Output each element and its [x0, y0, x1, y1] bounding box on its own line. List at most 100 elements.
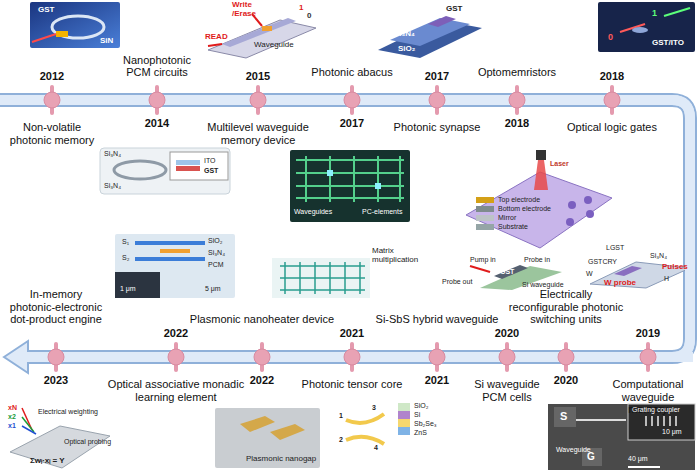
si-waveguide-cell-figure: [470, 266, 490, 272]
timeline-segment: [662, 100, 693, 357]
figure-label: 10 μm: [662, 428, 682, 436]
timeline-segment: [603, 352, 627, 362]
multilevel-waveguide-figure: [262, 26, 272, 31]
logic-gate-figure: [632, 27, 648, 33]
figure-label: GST: [446, 4, 462, 13]
figure-label: G: [587, 451, 595, 463]
associative-learning-figure: [135, 257, 205, 261]
milestone-label: Optomemristors: [478, 66, 556, 79]
switching-unit-figure: [576, 419, 626, 421]
figure-label: PC-elements: [362, 208, 402, 216]
optomemristor-figure: [586, 210, 594, 218]
timeline-marker: [604, 92, 620, 108]
dot-product-engine-figure: [10, 426, 110, 468]
figure-label: Laser: [550, 160, 569, 168]
milestone-label: Multilevel waveguide memory device: [198, 121, 318, 146]
figure-label: Σwᵢ·xᵢ = Y: [30, 456, 65, 465]
timeline-segment: [562, 95, 567, 105]
ring-circuit-figure: [176, 160, 200, 165]
timeline-milestone: Photonic abacus2017: [302, 66, 402, 129]
figure-label: PCM: [208, 261, 224, 269]
milestone-label: Photonic synapse: [394, 121, 481, 134]
figure-label: S: [560, 410, 567, 423]
hybrid-waveguide-figure: [398, 419, 410, 427]
computational-memory-figure: [590, 262, 690, 288]
computational-memory-figure: [614, 266, 642, 276]
logic-gate-figure: [598, 2, 695, 52]
timeline-marker: [148, 85, 166, 115]
optomemristor-figure: [476, 197, 494, 203]
figure-label: Si₃N₄: [104, 150, 121, 158]
figure-label: Plasmonic nanogap: [246, 454, 316, 463]
logic-gate-figure: [664, 8, 690, 16]
timeline-milestone: 2012Non-volatile photonic memory: [7, 70, 97, 146]
switching-unit-figure: [554, 407, 576, 427]
milestone-year: 2022: [164, 327, 188, 340]
timeline-segment: [387, 95, 402, 105]
figure-label: READ: [205, 32, 228, 41]
switching-unit-figure: [628, 404, 695, 440]
optomemristor-figure: [476, 206, 494, 212]
timeline-milestone: 2021Photonic tensor core: [297, 327, 407, 390]
figure-label: Probe in: [524, 256, 550, 264]
timeline-marker: [250, 92, 266, 108]
milestone-year: 2022: [250, 374, 274, 387]
milestone-year: 2023: [44, 374, 68, 387]
associative-learning-figure: [160, 249, 190, 253]
figure-label: 0: [307, 11, 311, 20]
figure-label: Waveguides: [294, 208, 332, 216]
figure-label: 5 μm: [205, 285, 221, 293]
figure-label: ZnS: [414, 429, 427, 437]
associative-learning-figure: [115, 272, 160, 298]
milestone-label: Si waveguide PCM cells: [465, 378, 549, 403]
figure-label: Mirror: [498, 214, 516, 222]
timeline-marker: [428, 85, 446, 115]
timeline-milestone: 2022Optical associative monadic learning…: [103, 327, 249, 403]
timeline-segment: [465, 352, 502, 362]
timeline-milestone: In-memory photonic-electronic dot-produc…: [6, 288, 106, 387]
optomemristor-figure: [566, 218, 574, 226]
timeline-marker: [499, 349, 515, 365]
figure-label: W probe: [604, 278, 636, 287]
figure-label: xN: [8, 404, 17, 412]
figure-label: Grating coupler: [632, 406, 680, 414]
timeline-milestone: Nanophotonic PCM circuits2014: [112, 54, 202, 130]
timeline-segment: [103, 352, 106, 362]
figure-label: Optical probing: [64, 438, 111, 446]
figure-label: Probe out: [442, 278, 472, 286]
timeline-marker: [344, 92, 360, 108]
figure-label: SiO₂: [208, 237, 222, 245]
figure-label: Si₃N₄: [394, 29, 415, 38]
figure-label: 1: [339, 412, 343, 420]
figure-label: Substrate: [498, 223, 528, 231]
timeline-marker: [253, 342, 271, 372]
figure-label: GST: [38, 5, 54, 14]
milestone-year: 2017: [340, 117, 364, 130]
figure-label: SiN: [100, 36, 113, 45]
figure-label: 2: [339, 436, 343, 444]
milestone-label: Photonic tensor core: [302, 378, 403, 391]
timeline-marker: [509, 92, 525, 108]
timeline-segment: [302, 95, 318, 105]
milestone-year: 2018: [600, 70, 624, 83]
figure-label: 1 μm: [120, 285, 136, 293]
timeline-marker: [47, 342, 65, 372]
timeline-marker: [558, 349, 574, 365]
figure-label: Si₃N₄: [650, 252, 667, 260]
figure-label: x2: [8, 413, 16, 421]
memory-ring-figure: [52, 16, 104, 38]
timeline-band: [0, 100, 690, 373]
timeline-milestone: Si-SbS hybrid waveguide2021: [372, 313, 502, 386]
hybrid-waveguide-figure: [346, 403, 410, 444]
optomemristor-figure: [476, 215, 494, 221]
plasmonic-nanogap-figure: [240, 416, 275, 432]
tensor-core-figure: [272, 258, 370, 298]
figure-label: Waveguide: [254, 40, 294, 49]
timeline-segment: [187, 352, 249, 362]
figure-label: 1: [652, 8, 657, 18]
photonic-abacus-figure: [296, 156, 404, 202]
photonic-abacus-figure: [375, 183, 381, 189]
si-waveguide-cell-figure: [494, 265, 528, 279]
figure-label: Top electrode: [498, 196, 540, 204]
timeline-band: [0, 100, 690, 357]
